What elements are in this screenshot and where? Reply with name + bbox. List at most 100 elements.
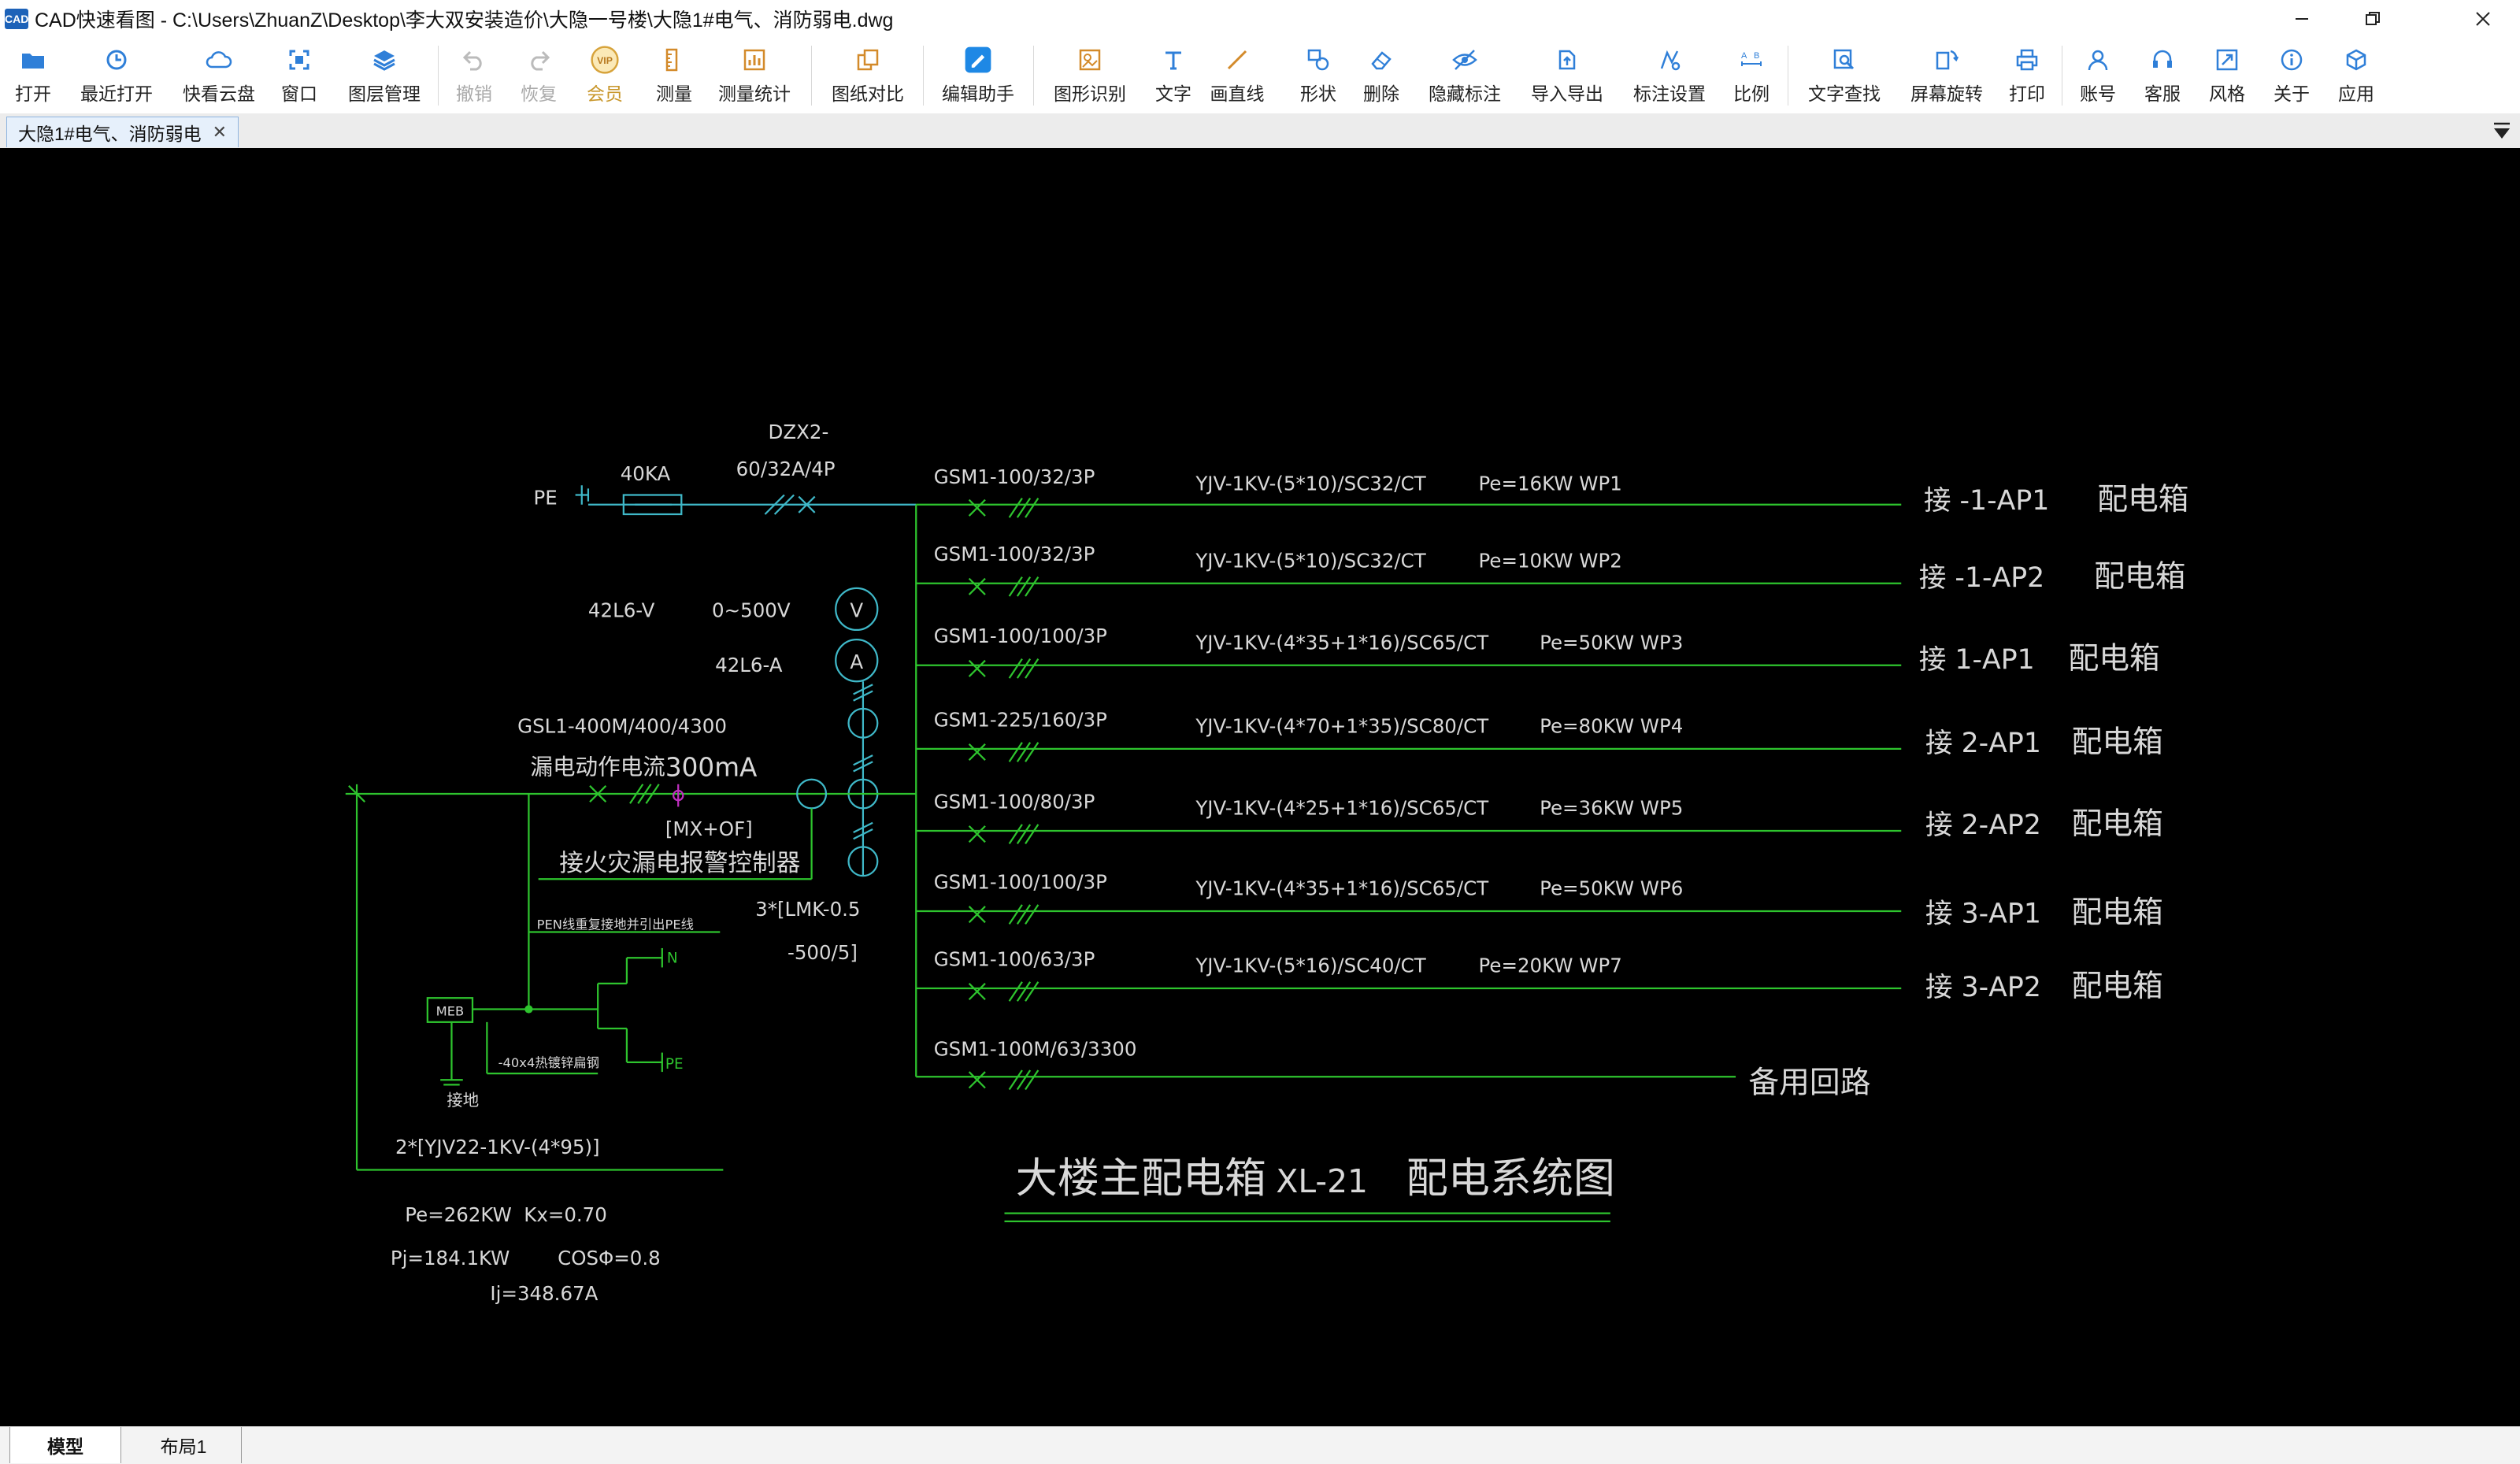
breaker-mark [637,784,652,804]
breaker-mark [1016,1069,1032,1091]
about-button[interactable]: 关于 [2271,38,2312,113]
circuit-destination: 接 2-AP1 [1925,728,2041,759]
ruler-icon [660,46,688,74]
layers-button[interactable]: 图层管理 [343,38,425,113]
tab-close-icon[interactable]: ✕ [212,122,228,142]
open-button[interactable]: 打开 [13,38,54,113]
ct-mark [853,690,873,702]
measure-button[interactable]: 测量 [654,38,695,113]
text-icon [1159,46,1188,74]
tab-menu-button[interactable] [2492,121,2512,142]
circuit-destination: 接 -1-AP2 [1919,562,2045,594]
layout-tab-bar: 模型 布局1 [0,1426,2520,1464]
minimize-button[interactable] [2266,0,2337,38]
breaker-mark [968,499,986,517]
tab-model[interactable]: 模型 [9,1427,121,1463]
tab-document-label: 大隐1#电气、消防弱电 [18,124,202,144]
drawing-code: XL-21 [1276,1162,1368,1200]
compare-button[interactable]: 图纸对比 [827,38,909,113]
spare-label: 备用回路 [1748,1066,1870,1101]
measure-stats-button[interactable]: 测量统计 [713,38,795,113]
breaker-mark [645,784,660,804]
close-window-button[interactable] [2448,0,2518,38]
breaker-mark [1008,904,1023,925]
redo-button[interactable]: 恢复 [518,38,559,113]
edit-assistant-icon [964,46,992,74]
breaker-mark [1008,981,1023,1002]
svg-text:A: A [1741,51,1747,61]
circuit-load-label: Pe=10KW WP2 [1479,549,1622,572]
breaker-mark [1008,742,1023,762]
circuit-destination: 接 3-AP2 [1925,972,2041,1003]
breaker-mark [968,577,986,595]
shape-icon [1304,46,1332,74]
toolbar-separator [811,46,812,106]
style-button[interactable]: 风格 [2207,38,2248,113]
current-transformer [847,707,879,739]
rotate-button[interactable]: 屏幕旋转 [1906,38,1988,113]
breaker-mark [1016,497,1032,518]
service-button[interactable]: 客服 [2142,38,2183,113]
import-export-button[interactable]: 导入导出 [1526,38,1608,113]
breaker-mark [968,825,986,843]
vip-button[interactable]: VIP 会员 [584,38,625,113]
circuit-cable-label: YJV-1KV-(4*25+1*16)/SC65/CT [1195,797,1489,820]
circuit-load-label: Pe=80KW WP4 [1540,715,1683,738]
circuit-cable-label: YJV-1KV-(5*10)/SC32/CT [1195,472,1426,495]
triangle-down-icon [2494,122,2510,139]
main-breaker-label: GSL1-400M/400/4300 [517,715,727,738]
toolbar-separator [1033,46,1034,106]
circuit-cable-label: YJV-1KV-(4*70+1*35)/SC80/CT [1195,715,1489,738]
breaker-mark [1008,658,1023,679]
hide-marks-button[interactable]: 隐藏标注 [1424,38,1506,113]
breaker-mark [1025,742,1040,762]
circuit-load-label: Pe=16KW WP1 [1479,472,1622,495]
breaker-mark [1016,824,1032,844]
circuit-destination: 接 3-AP1 [1925,898,2041,929]
edit-assistant-button[interactable]: 编辑助手 [937,38,1019,113]
shape-button[interactable]: 形状 [1298,38,1339,113]
mark-settings-button[interactable]: 标注设置 [1629,38,1710,113]
circuit-destination: 接 1-AP1 [1919,644,2035,676]
text-button[interactable]: 文字 [1153,38,1194,113]
breaker-mark [968,1071,986,1089]
restore-button[interactable] [2337,0,2408,38]
breaker-mark [1025,576,1040,597]
style-icon [2213,46,2241,74]
recent-button[interactable]: 最近打开 [76,38,158,113]
vip-icon: VIP [591,46,619,74]
print-button[interactable]: 打印 [2007,38,2048,113]
surge-protector [622,494,683,516]
surge-rating: 40KA [621,462,671,485]
ground-label: 接地 [447,1091,479,1110]
shape-recog-button[interactable]: 图形识别 [1049,38,1131,113]
distribution-box-label: 配电箱 [2072,969,2163,1004]
stats-icon [740,46,769,74]
distribution-box-label: 配电箱 [2072,806,2163,842]
cloud-button[interactable]: 快看云盘 [178,38,260,113]
pe-out-label: PE [665,1056,684,1073]
tab-layout1[interactable]: 布局1 [126,1427,242,1463]
window-button[interactable]: 窗口 [279,38,320,113]
redo-icon [524,46,553,74]
dzx-label: DZX2- [769,421,829,443]
pen-label: PEN线重复接地并引出PE线 [537,917,694,932]
distribution-box-label: 配电箱 [2072,725,2163,760]
close-icon [2476,12,2490,26]
lmk-ratio: -500/5] [788,941,858,964]
voltmeter-type: 42L6-V [588,599,655,622]
meb-label: MEB [436,1004,465,1019]
undo-button[interactable]: 撤销 [454,38,495,113]
junction-dot [524,1005,533,1014]
account-button[interactable]: 账号 [2077,38,2118,113]
tab-document[interactable]: 大隐1#电气、消防弱电 ✕ [6,117,239,147]
dzx-rating: 60/32A/4P [736,458,836,480]
line-button[interactable]: 画直线 [1206,38,1268,113]
ct-mark [853,821,873,834]
text-search-button[interactable]: 文字查找 [1803,38,1885,113]
delete-button[interactable]: 删除 [1361,38,1402,113]
apps-button[interactable]: 应用 [2336,38,2377,113]
